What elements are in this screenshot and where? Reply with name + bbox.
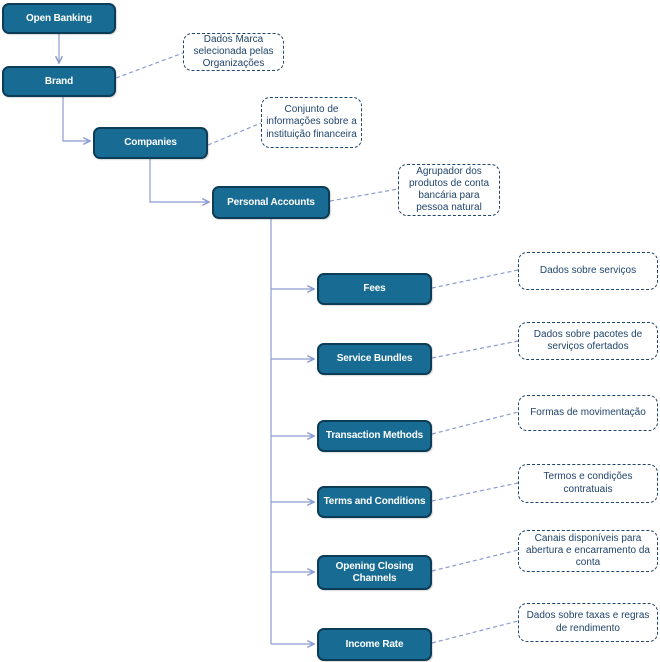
node-fees: Fees xyxy=(317,273,432,305)
annotation-service-bundles: Dados sobre pacotes de serviços ofertado… xyxy=(518,322,658,360)
edge-companies-personal-accounts xyxy=(149,159,209,202)
node-transaction-methods: Transaction Methods xyxy=(317,420,432,452)
node-brand: Brand xyxy=(2,66,116,97)
link-fees-annotation xyxy=(431,269,519,289)
link-companies-annotation xyxy=(207,122,262,146)
annotation-companies: Conjunto de informações sobre a institui… xyxy=(261,97,362,148)
link-personal-accounts-annotation xyxy=(329,188,399,202)
link-brand-annotation xyxy=(115,52,184,79)
annotation-transaction-methods: Formas de movimentação xyxy=(518,395,658,431)
link-service-bundles-annotation xyxy=(431,340,519,359)
node-terms-and-conditions: Terms and Conditions xyxy=(317,486,432,518)
annotation-fees: Dados sobre serviços xyxy=(518,252,658,290)
annotation-income-rate: Dados sobre taxas e regras de rendimento xyxy=(518,603,658,642)
node-companies: Companies xyxy=(93,127,208,159)
node-personal-accounts: Personal Accounts xyxy=(212,186,330,219)
annotation-terms-and-conditions: Termos e condições contratuais xyxy=(518,464,658,503)
annotation-personal-accounts: Agrupador dos produtos de conta bancária… xyxy=(398,164,500,216)
annotation-brand: Dados Marca selecionada pelas Organizaçõ… xyxy=(183,33,284,71)
node-income-rate: Income Rate xyxy=(317,628,432,661)
edge-brand-companies xyxy=(62,97,90,141)
link-terms-and-conditions-annotation xyxy=(431,482,519,502)
node-opening-closing-channels: Opening Closing Channels xyxy=(317,555,432,590)
link-income-rate-annotation xyxy=(431,620,519,644)
link-transaction-methods-annotation xyxy=(431,411,519,435)
node-open-banking: Open Banking xyxy=(2,3,116,34)
link-opening-closing-channels-annotation xyxy=(431,549,519,572)
node-service-bundles: Service Bundles xyxy=(317,343,432,375)
annotation-opening-closing-channels: Canais disponíveis para abertura e encar… xyxy=(518,530,658,572)
